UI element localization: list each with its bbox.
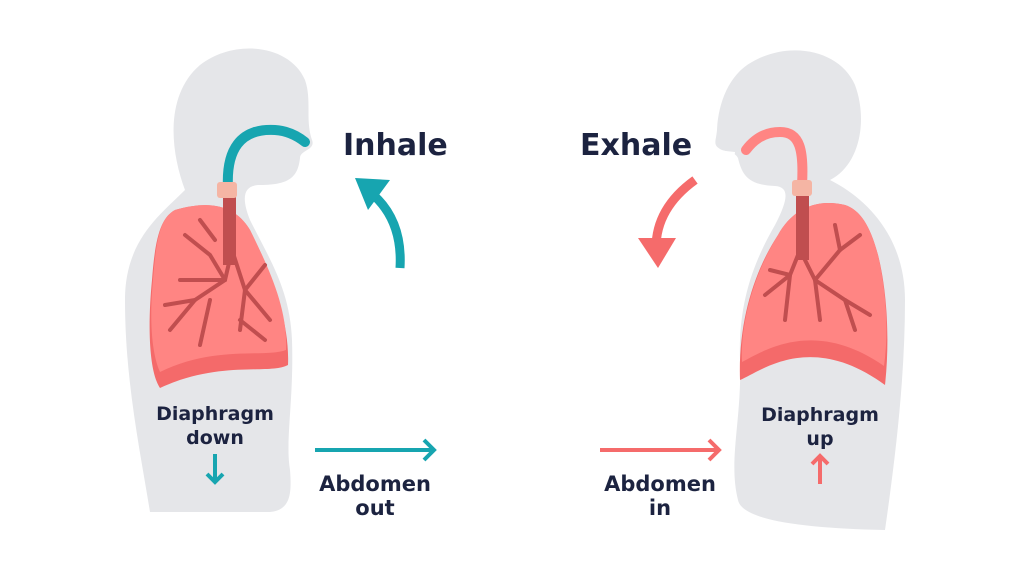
diaphragm-up-line1: Diaphragm <box>761 404 879 426</box>
exhale-airway-tube <box>741 126 808 190</box>
abdomen-out-label: Abdomen out <box>300 472 450 520</box>
abdomen-in-label: Abdomen in <box>585 472 735 520</box>
inhale-arrowhead-icon <box>355 178 390 210</box>
exhale-arrowhead-icon <box>638 238 676 268</box>
diaphragm-up-label: Diaphragm up <box>745 403 895 451</box>
exhale-mouth <box>716 150 735 160</box>
inhale-lung <box>151 205 287 372</box>
inhale-trachea <box>223 195 236 265</box>
abdomen-out-line2: out <box>355 496 395 520</box>
inhale-arrow-icon <box>367 188 405 269</box>
diaphragm-down-label: Diaphragm down <box>140 402 290 450</box>
abdomen-in-arrow-icon <box>600 438 722 462</box>
exhale-arrow-icon <box>651 176 698 249</box>
diaphragm-down-arrow-icon <box>205 454 225 485</box>
abdomen-in-line2: in <box>648 496 672 520</box>
diaphragm-down-line1: Diaphragm <box>156 403 274 425</box>
abdomen-out-arrow-icon <box>315 438 437 462</box>
inhale-larynx <box>217 182 237 198</box>
diaphragm-down-line2: down <box>186 427 244 449</box>
inhale-airway-tube <box>222 124 310 193</box>
abdomen-in-line1: Abdomen <box>604 472 716 496</box>
diaphragm-up-arrow-icon <box>810 453 830 484</box>
inhale-title: Inhale <box>343 128 448 163</box>
exhale-trachea <box>796 190 809 260</box>
exhale-title: Exhale <box>580 128 693 163</box>
abdomen-out-line1: Abdomen <box>319 472 431 496</box>
diaphragm-up-line2: up <box>806 428 834 450</box>
exhale-larynx <box>792 180 812 196</box>
